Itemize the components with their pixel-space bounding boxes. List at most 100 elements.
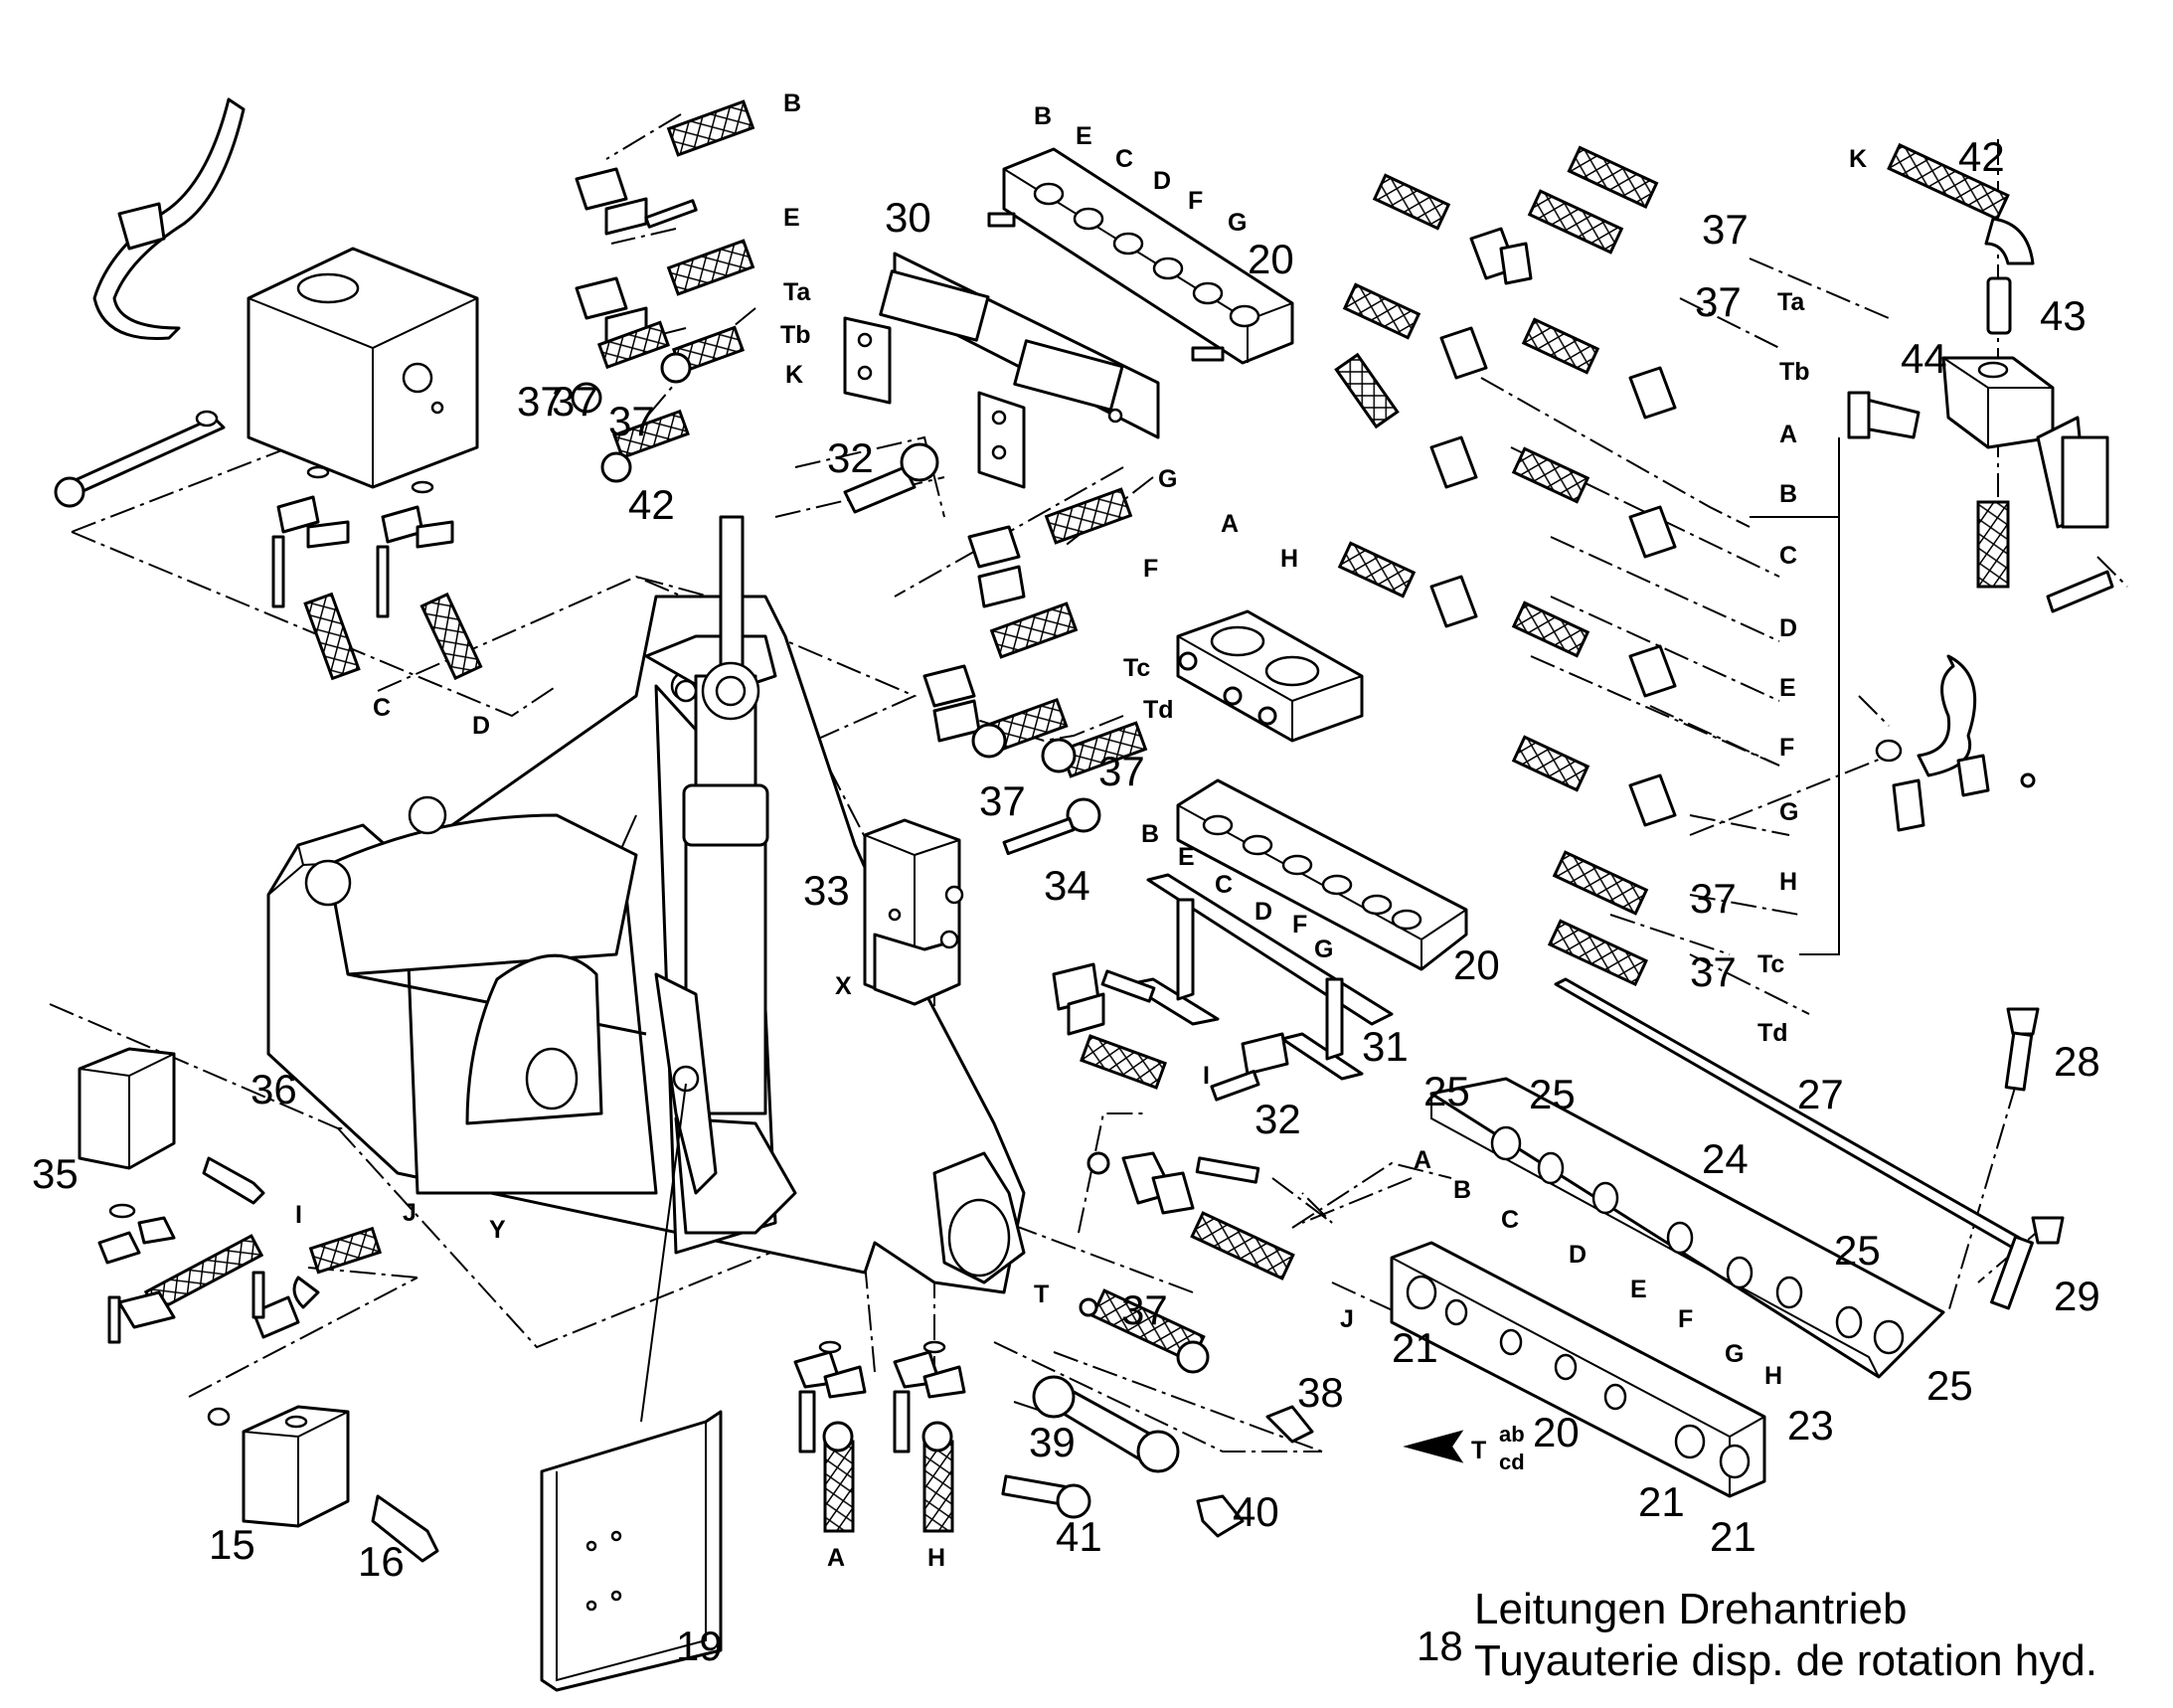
- label-t-ab: ab: [1499, 1422, 1525, 1447]
- label-top-tb: Tb: [780, 321, 811, 349]
- label-mf-h: H: [1764, 1362, 1782, 1390]
- right-hoses: [1334, 145, 1659, 987]
- callout-28: 28: [2054, 1038, 2100, 1085]
- callout-21-b: 21: [1638, 1478, 1685, 1525]
- valve-block-35: [78, 1047, 265, 1219]
- label-man-c: C: [1115, 145, 1133, 173]
- callout-37-h: 37: [1690, 948, 1737, 995]
- callout-43: 43: [2040, 292, 2087, 339]
- label-rt-f: F: [1779, 734, 1794, 762]
- label-rt-b: B: [1779, 480, 1797, 508]
- label-bt-t: T: [1034, 1281, 1049, 1308]
- callout-27: 27: [1797, 1071, 1844, 1117]
- label-blk-g: G: [1314, 936, 1333, 963]
- label-mid-j: J: [1340, 1305, 1354, 1333]
- label-blk-f: F: [1292, 911, 1307, 939]
- label-blk-c: C: [1215, 871, 1233, 899]
- callout-20-b: 20: [1453, 941, 1500, 988]
- label-bt-h: H: [927, 1544, 945, 1572]
- boom-foot-pin: [932, 1151, 1026, 1284]
- callout-37-g: 37: [1690, 875, 1737, 922]
- manifold-20-middle: [1176, 778, 1468, 971]
- bracket-30: [843, 252, 1160, 489]
- manifold-21: [1390, 1241, 1766, 1498]
- callout-16: 16: [358, 1538, 405, 1585]
- callout-35: 35: [32, 1150, 79, 1197]
- bolts-28-29: [1990, 1007, 2065, 1310]
- label-rt-ta: Ta: [1777, 288, 1805, 316]
- manifold-20-top: [987, 147, 1294, 365]
- callout-40: 40: [1233, 1488, 1279, 1535]
- label-mid-g: G: [1158, 465, 1177, 493]
- callout-34: 34: [1044, 862, 1090, 909]
- valve-block-15: [207, 1405, 439, 1563]
- elbow-hose-42: [1847, 142, 2114, 832]
- bottom-hose-37: [1001, 1288, 1314, 1538]
- cover-plate-19: [540, 1083, 723, 1692]
- label-mf-e: E: [1630, 1276, 1647, 1303]
- callout-41: 41: [1056, 1513, 1102, 1560]
- callout-37-i: 37: [1121, 1286, 1168, 1333]
- middle-fittings: [922, 487, 1148, 778]
- callout-20-c: 20: [1533, 1409, 1580, 1455]
- callout-37-c: 37: [1098, 748, 1145, 794]
- label-rt-tb: Tb: [1779, 358, 1810, 386]
- callout-42-a: 42: [628, 481, 675, 528]
- label-t-cd: cd: [1499, 1450, 1525, 1474]
- callout-32-b: 32: [1254, 1096, 1301, 1142]
- callout-21-a: 21: [1392, 1324, 1438, 1371]
- callout-37-f: 37: [1695, 278, 1742, 325]
- callout-37-d: 37: [979, 777, 1026, 824]
- label-mf-a: A: [1414, 1146, 1431, 1174]
- label-mf-c: C: [1501, 1206, 1519, 1234]
- caption-line-2: Tuyauterie disp. de rotation hyd.: [1474, 1636, 2097, 1685]
- callout-25-b: 25: [1529, 1071, 1576, 1117]
- flange-plates-25: [1429, 1077, 1945, 1379]
- label-top-b: B: [783, 89, 801, 117]
- callout-29: 29: [2054, 1273, 2100, 1319]
- label-mid-i: I: [1203, 1062, 1210, 1090]
- label-clamp-a: A: [1221, 510, 1239, 538]
- strap: [92, 97, 246, 340]
- label-t: T: [1471, 1437, 1486, 1464]
- label-rt-d: D: [1779, 614, 1797, 642]
- label-man-d: D: [1153, 167, 1171, 195]
- callout-25-c: 25: [1834, 1227, 1881, 1274]
- hydraulic-cylinder: [654, 515, 797, 1235]
- letter-labels: B E Ta Tb K B E C D F G A H G F Tc Td B …: [295, 89, 1867, 1572]
- label-man-g: G: [1228, 209, 1247, 237]
- label-rt-g: G: [1779, 798, 1798, 826]
- label-top-ta: Ta: [783, 278, 811, 306]
- callout-39: 39: [1029, 1419, 1076, 1465]
- label-man-e: E: [1076, 122, 1092, 150]
- label-rt-a: A: [1779, 421, 1797, 448]
- callout-37-j: 37: [552, 378, 598, 425]
- label-rt-td: Td: [1757, 1019, 1788, 1047]
- label-mf-f: F: [1678, 1305, 1693, 1333]
- label-bt-a: A: [827, 1544, 845, 1572]
- callout-42-b: 42: [1958, 133, 2005, 180]
- callout-18: 18: [1417, 1623, 1463, 1669]
- label-mid-tc: Tc: [1123, 654, 1150, 682]
- valve-33: [863, 797, 1101, 1006]
- label-rt-h: H: [1779, 868, 1797, 896]
- label-mf-b: B: [1453, 1176, 1471, 1204]
- callout-25-a: 25: [1423, 1068, 1470, 1114]
- callout-37-b: 37: [608, 398, 655, 444]
- label-x: X: [835, 972, 852, 1000]
- callout-15: 15: [209, 1521, 255, 1568]
- top-middle-fittings: [571, 99, 755, 483]
- label-top-e: E: [783, 204, 800, 232]
- callout-37-e: 37: [1702, 206, 1749, 253]
- callout-19: 19: [676, 1623, 723, 1669]
- label-lf-i: I: [295, 1201, 302, 1229]
- label-lf-d: D: [472, 712, 490, 740]
- callout-37-a: 37: [517, 378, 564, 425]
- arrow-t: [1403, 1430, 1464, 1463]
- bottom-fittings: [793, 1340, 966, 1533]
- callout-33: 33: [803, 867, 850, 914]
- clamp-block: [1176, 609, 1364, 743]
- lower-mid-fittings: [1052, 962, 1295, 1281]
- label-rt-e: E: [1779, 674, 1796, 702]
